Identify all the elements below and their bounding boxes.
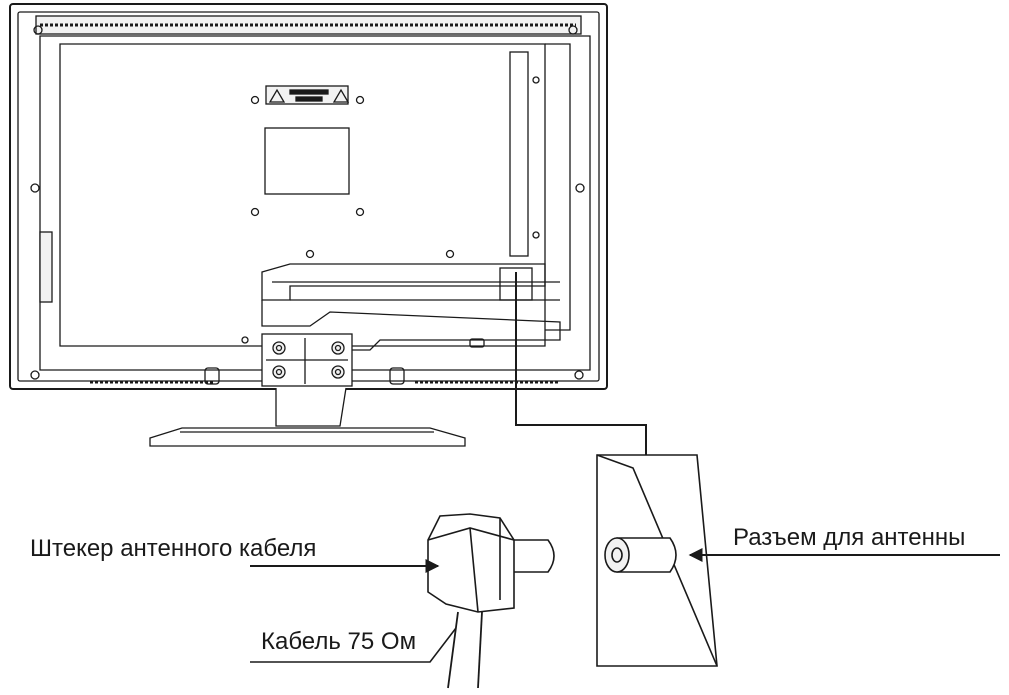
plug-label: Штекер антенного кабеля — [30, 535, 317, 562]
tv-back-panel — [9, 3, 608, 447]
antenna-socket — [596, 454, 718, 667]
socket-label: Разъем для антенны — [733, 524, 966, 551]
socket-leader-line — [515, 272, 653, 472]
tv-screws — [30, 25, 585, 380]
antenna-cable-plug — [427, 513, 555, 689]
cable-label: Кабель 75 Ом — [261, 628, 417, 655]
cable-leader-line — [250, 627, 457, 663]
